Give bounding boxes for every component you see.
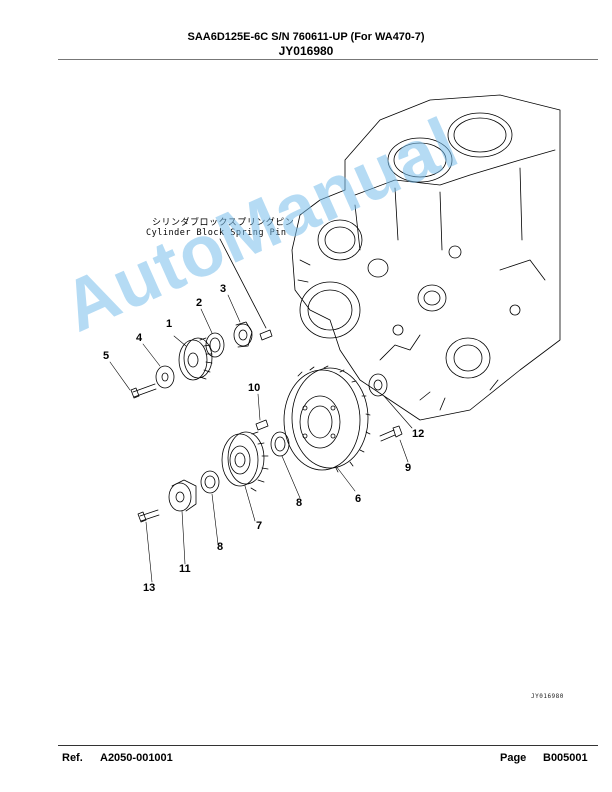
callout-8-upper: 8	[296, 497, 303, 509]
drawing-id: JY016980	[531, 693, 564, 700]
page-header: SAA6D125E-6C S/N 760611-UP (For WA470-7)…	[0, 30, 612, 59]
callout-9: 9	[405, 462, 412, 474]
callout-10: 10	[248, 382, 261, 394]
callout-8-lower: 8	[217, 541, 224, 553]
page-label: Page	[500, 752, 527, 764]
callout-12: 12	[412, 428, 425, 440]
part-10-drawing	[255, 419, 269, 431]
callout-1: 1	[166, 318, 173, 330]
footer-rule	[58, 745, 598, 746]
model-line: SAA6D125E-6C S/N 760611-UP (For WA470-7)	[187, 31, 425, 43]
ref-value: A2050-001001	[100, 752, 173, 764]
part-5-bolt-drawing	[130, 383, 157, 399]
part-1-drawing	[178, 337, 213, 381]
part-11-drawing	[168, 479, 197, 512]
callout-6: 6	[355, 493, 362, 505]
callout-3: 3	[220, 283, 227, 295]
header-rule	[58, 59, 598, 60]
callout-7: 7	[256, 520, 263, 532]
cylinder-block-drawing	[291, 94, 561, 421]
callout-4: 4	[136, 332, 143, 344]
part-12-drawing	[368, 373, 388, 397]
callout-13: 13	[143, 582, 156, 594]
part-6-drawing	[283, 365, 371, 473]
spring-pin-drawing	[219, 238, 273, 341]
callout-5: 5	[103, 350, 110, 362]
part-8-lower-drawing	[200, 470, 220, 494]
leader-lines	[109, 294, 413, 583]
figure-code: JY016980	[278, 44, 334, 58]
page-value: B005001	[543, 752, 588, 764]
ref-label: Ref.	[62, 752, 83, 764]
part-4-drawing	[155, 365, 175, 389]
callout-2: 2	[196, 297, 203, 309]
callout-11: 11	[179, 563, 191, 575]
part-13-bolt-drawing	[137, 509, 160, 523]
part-8-upper-drawing	[270, 431, 290, 457]
part-3-drawing	[233, 321, 253, 348]
part-9-bolt-drawing	[379, 425, 403, 442]
annotation-japanese: シリンダブロックスプリングピン	[152, 217, 295, 227]
part-7-drawing	[221, 431, 269, 492]
annotation-english: Cylinder Block Spring Pin	[146, 228, 287, 238]
